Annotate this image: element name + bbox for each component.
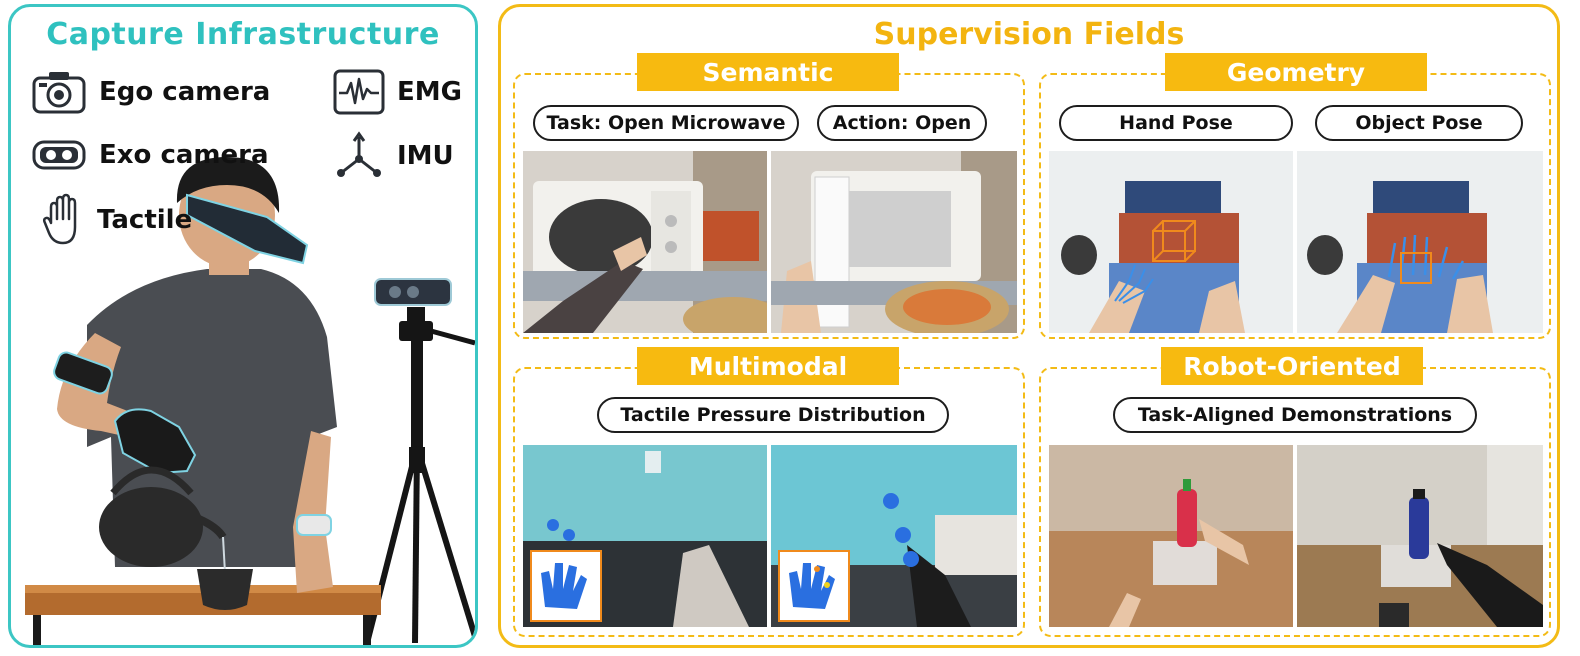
legend-imu: IMU: [333, 131, 454, 181]
supervision-fields-title: Supervision Fields: [873, 17, 1185, 52]
object-pose-frame: [1297, 151, 1543, 333]
task-aligned-demonstrations-pill: Task-Aligned Demonstrations: [1113, 397, 1477, 433]
capture-scene-illustration: [25, 157, 475, 645]
supervision-fields-panel: Supervision Fields Semantic Task: Open M…: [498, 4, 1560, 648]
legend-label: IMU: [397, 141, 454, 171]
robot-oriented-section: Robot-Oriented Task-Aligned Demonstratio…: [1039, 347, 1551, 637]
human-demo-frame: [1049, 445, 1293, 627]
section-title: Robot-Oriented: [1161, 347, 1423, 385]
legend-label: EMG: [397, 77, 462, 107]
tactile-pressure-pill: Tactile Pressure Distribution: [597, 397, 949, 433]
semantic-section: Semantic Task: Open Microwave Action: Op…: [513, 53, 1025, 339]
legend-label: Tactile: [97, 205, 193, 235]
action-label-pill: Action: Open: [817, 105, 987, 141]
imu-icon: [333, 131, 385, 181]
exo-camera-tripod: [364, 278, 475, 644]
robot-demo-frame: [1297, 445, 1543, 627]
legend-label: Exo camera: [99, 140, 269, 170]
ego-camera-icon: [31, 69, 87, 115]
section-title: Semantic: [637, 53, 899, 91]
emg-icon: [333, 69, 385, 115]
hand-pose-frame: [1049, 151, 1293, 333]
geometry-section: Geometry Hand Pose Object Pose: [1039, 53, 1551, 339]
hand-pose-pill: Hand Pose: [1059, 105, 1293, 141]
tactile-frame-2: [771, 445, 1017, 627]
legend-label: Ego camera: [99, 77, 271, 107]
section-title: Multimodal: [637, 347, 899, 385]
capture-infrastructure-title: Capture Infrastructure: [46, 17, 440, 52]
legend-exo-camera: Exo camera: [31, 137, 269, 173]
section-title: Geometry: [1165, 53, 1427, 91]
multimodal-section: Multimodal Tactile Pressure Distribution: [513, 347, 1025, 637]
capture-infrastructure-panel: Capture Infrastructure Ego camera Exo ca…: [8, 4, 478, 648]
legend-tactile: Tactile: [41, 193, 192, 247]
microwave-frame-before: [523, 151, 767, 333]
exo-camera-icon: [31, 137, 87, 173]
legend-ego-camera: Ego camera: [31, 69, 270, 115]
microwave-frame-after: [771, 151, 1017, 333]
tactile-hand-icon: [41, 193, 85, 247]
task-label-pill: Task: Open Microwave: [533, 105, 799, 141]
object-pose-pill: Object Pose: [1315, 105, 1523, 141]
legend-emg: EMG: [333, 69, 462, 115]
tactile-frame-1: [523, 445, 767, 627]
